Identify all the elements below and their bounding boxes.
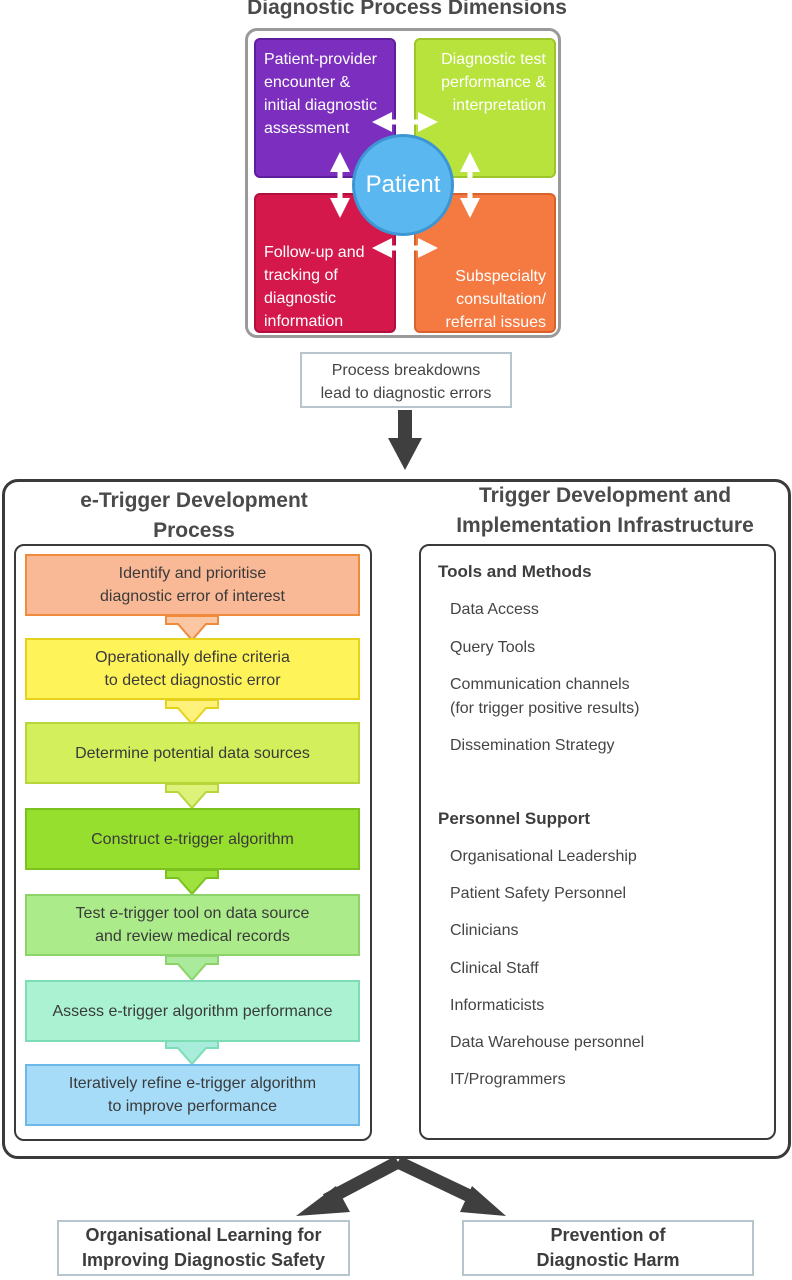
step-arrow-1 <box>165 615 219 642</box>
outcome-organisational-learning: Organisational Learning for Improving Di… <box>57 1220 350 1276</box>
breakdown-line-1: Process breakdowns <box>331 362 481 379</box>
personnel-informaticists: Informaticists <box>450 997 545 1014</box>
personnel-it: IT/Programmers <box>450 1071 566 1088</box>
step-arrow-4 <box>165 869 219 896</box>
step-2-line-2: to detect diagnostic error <box>104 672 281 689</box>
outcome-left-line-1: Organisational Learning for <box>85 1225 322 1245</box>
step-6-line-1: Assess e-trigger algorithm performance <box>52 1002 333 1020</box>
outcome-left-line-2: Improving Diagnostic Safety <box>81 1250 326 1270</box>
left-heading-line-1: e-Trigger Development <box>80 489 308 512</box>
dimension-test-performance: Diagnostic test performance & interpreta… <box>414 38 556 178</box>
personnel-leadership: Organisational Leadership <box>450 848 637 865</box>
step-arrow-2 <box>165 699 219 726</box>
breakdown-line-2: lead to diagnostic errors <box>320 385 492 402</box>
step-test-tool: Test e-trigger tool on data source and re… <box>25 894 360 956</box>
step-construct-algorithm: Construct e-trigger algorithm <box>25 808 360 870</box>
step-5-line-1: Test e-trigger tool on data source <box>75 905 310 922</box>
step-refine-algorithm: Iteratively refine e-trigger algorithm to… <box>25 1064 360 1126</box>
down-arrow <box>388 410 422 470</box>
tools-heading: Tools and Methods <box>438 562 592 581</box>
tool-communication-channels: Communication channels <box>450 676 630 693</box>
patient-circle: Patient <box>352 134 454 236</box>
step-5-line-2: and review medical records <box>95 928 290 945</box>
right-heading-line-2: Implementation Infrastructure <box>456 514 754 537</box>
personnel-heading: Personnel Support <box>438 809 591 828</box>
personnel-data-warehouse: Data Warehouse personnel <box>450 1034 645 1051</box>
step-7-line-2: to improve performance <box>108 1098 277 1115</box>
diagram-title: Diagnostic Process Dimensions <box>247 0 567 19</box>
step-define-criteria: Operationally define criteria to detect d… <box>25 638 360 700</box>
personnel-clinicians: Clinicians <box>450 922 519 939</box>
outcome-right-line-2: Diagnostic Harm <box>536 1250 680 1270</box>
personnel-patient-safety: Patient Safety Personnel <box>450 885 627 902</box>
step-arrow-6 <box>165 1039 219 1066</box>
outcome-right-line-1: Prevention of <box>550 1225 666 1245</box>
left-heading-line-2: Process <box>153 519 235 542</box>
split-arrow-right-head <box>460 1186 506 1216</box>
step-arrow-5 <box>165 955 219 982</box>
outcome-prevention: Prevention of Diagnostic Harm <box>462 1220 754 1276</box>
breakdown-box: Process breakdowns lead to diagnostic er… <box>300 352 512 408</box>
right-heading-line-1: Trigger Development and <box>478 484 732 507</box>
left-heading: e-Trigger Development Process <box>14 486 374 546</box>
infrastructure-panel <box>419 544 776 1140</box>
step-4-line-1: Construct e-trigger algorithm <box>91 830 294 848</box>
step-3-line-1: Determine potential data sources <box>75 744 310 762</box>
step-arrow-3 <box>165 783 219 810</box>
step-1-line-2: diagnostic error of interest <box>100 588 285 605</box>
tool-communication-note: (for trigger positive results) <box>450 700 640 717</box>
right-heading: Trigger Development and Implementation I… <box>440 481 770 541</box>
tool-data-access: Data Access <box>450 601 539 618</box>
step-data-sources: Determine potential data sources <box>25 722 360 784</box>
step-2-line-1: Operationally define criteria <box>95 649 290 666</box>
step-1-line-1: Identify and prioritise <box>118 565 267 582</box>
tool-query-tools: Query Tools <box>450 639 536 656</box>
split-arrow-left-head <box>296 1186 350 1216</box>
personnel-clinical-staff: Clinical Staff <box>450 960 539 977</box>
step-7-line-1: Iteratively refine e-trigger algorithm <box>68 1075 317 1092</box>
step-identify: Identify and prioritise diagnostic error … <box>25 554 360 616</box>
tool-dissemination: Dissemination Strategy <box>450 737 615 754</box>
step-assess-performance: Assess e-trigger algorithm performance <box>25 980 360 1042</box>
